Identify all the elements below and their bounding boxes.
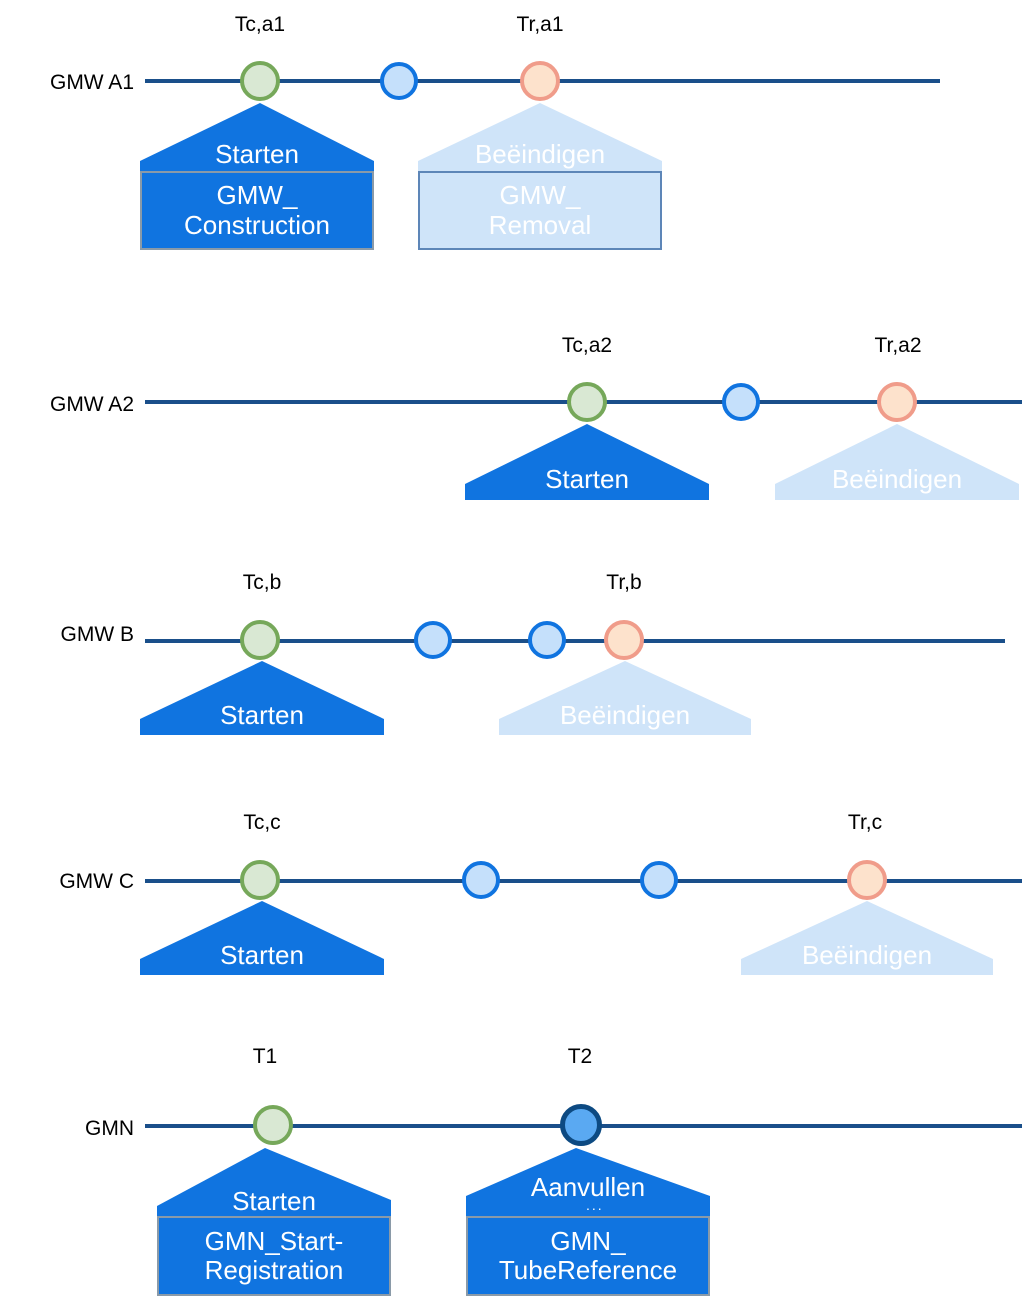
- time-label-tr-c: Tr,c: [847, 811, 883, 834]
- event-circle-update1-gmw-b[interactable]: [414, 621, 452, 659]
- row-label-gmn: GMN: [85, 1117, 134, 1140]
- pentagon-starten-gmw-c: Starten: [140, 901, 384, 975]
- pentagon-shape-icon: [741, 901, 993, 975]
- pentagon-shape-icon: [465, 424, 709, 500]
- event-circle-update-gmw-a1[interactable]: [380, 62, 418, 100]
- event-circle-update-gmw-a2[interactable]: [722, 383, 760, 421]
- pentagon-label: Aanvullen: [530, 1172, 646, 1202]
- message-box-gmn-tubereference: GMN_ TubeReference: [466, 1216, 710, 1296]
- timeline-line-gmw-c: [145, 879, 1022, 883]
- pentagon-label: Starten: [220, 940, 304, 970]
- time-label-tr-b: Tr,b: [606, 571, 642, 594]
- pentagon-label: Beëindigen: [831, 464, 963, 494]
- message-box-gmw-construction: GMW_ Construction: [140, 171, 374, 250]
- row-label-gmw-a2: GMW A2: [49, 393, 134, 416]
- event-circle-update1-gmw-c[interactable]: [462, 861, 500, 899]
- pentagon-shape-icon: [775, 424, 1019, 500]
- pentagon-shape-icon: [466, 1148, 710, 1216]
- pentagon-shape-icon: [418, 103, 662, 171]
- timeline-line-gmw-b: [145, 639, 1005, 643]
- pentagon-beeindigen-gmw-a2: Beëindigen: [775, 424, 1019, 500]
- event-circle-end-gmw-a1[interactable]: [520, 61, 560, 101]
- pentagon-label: Starten: [220, 700, 304, 730]
- pentagon-label: Starten: [232, 1186, 316, 1216]
- event-circle-start-gmw-a2[interactable]: [567, 382, 607, 422]
- pentagon-shape-icon: [499, 661, 751, 735]
- time-label-tc-a2: Tc,a2: [561, 334, 613, 357]
- event-circle-update2-gmw-b[interactable]: [528, 621, 566, 659]
- pentagon-beeindigen-gmw-a1: Beëindigen: [418, 103, 662, 171]
- event-circle-update2-gmw-c[interactable]: [640, 861, 678, 899]
- time-label-tc-b: Tc,b: [242, 571, 282, 594]
- pentagon-label: Beëindigen: [474, 139, 606, 169]
- message-box-text: GMW_ Construction: [184, 180, 330, 240]
- pentagon-shape-icon: [157, 1148, 391, 1216]
- message-box-gmw-removal: GMW_ Removal: [418, 171, 662, 250]
- pentagon-starten-gmn: Starten: [157, 1148, 391, 1216]
- message-box-gmn-start-registration: GMN_Start- Registration: [157, 1216, 391, 1296]
- event-circle-end-gmw-b[interactable]: [604, 620, 644, 660]
- message-box-text: GMN_Start- Registration: [204, 1225, 344, 1285]
- time-label-tc-c: Tc,c: [243, 811, 281, 834]
- time-label-t2: T2: [567, 1045, 593, 1068]
- pentagon-starten-gmw-a2: Starten: [465, 424, 709, 500]
- event-circle-start-gmw-a1[interactable]: [240, 61, 280, 101]
- event-circle-end-gmw-a2[interactable]: [877, 382, 917, 422]
- pentagon-label: Beëindigen: [559, 700, 691, 730]
- pentagon-label: Beëindigen: [801, 940, 933, 970]
- pentagon-shape-icon: [140, 103, 374, 171]
- time-label-tr-a2: Tr,a2: [874, 334, 922, 357]
- event-circle-aanvullen-gmn[interactable]: [560, 1104, 602, 1146]
- pentagon-ellipsis: ...: [586, 1197, 604, 1213]
- row-label-gmw-b: GMW B: [60, 623, 135, 646]
- pentagon-starten-gmw-b: Starten: [140, 661, 384, 735]
- event-circle-start-gmw-b[interactable]: [240, 620, 280, 660]
- time-label-t1: T1: [252, 1045, 278, 1068]
- event-circle-start-gmn[interactable]: [253, 1105, 293, 1145]
- message-box-text: GMW_ Removal: [488, 180, 592, 240]
- row-label-gmw-a1: GMW A1: [49, 71, 134, 94]
- pentagon-shape-icon: [140, 661, 384, 735]
- pentagon-label: Starten: [215, 139, 299, 169]
- message-box-text: GMN_ TubeReference: [498, 1225, 678, 1285]
- time-label-tr-a1: Tr,a1: [516, 13, 564, 36]
- pentagon-starten-gmw-a1: Starten: [140, 103, 374, 171]
- event-circle-start-gmw-c[interactable]: [240, 860, 280, 900]
- pentagon-label: Starten: [545, 464, 629, 494]
- pentagon-beeindigen-gmw-b: Beëindigen: [499, 661, 751, 735]
- time-label-tc-a1: Tc,a1: [234, 13, 286, 36]
- pentagon-shape-icon: [140, 901, 384, 975]
- pentagon-beeindigen-gmw-c: Beëindigen: [741, 901, 993, 975]
- row-label-gmw-c: GMW C: [59, 870, 134, 893]
- pentagon-aanvullen-gmn: Aanvullen ...: [466, 1148, 710, 1216]
- event-circle-end-gmw-c[interactable]: [847, 860, 887, 900]
